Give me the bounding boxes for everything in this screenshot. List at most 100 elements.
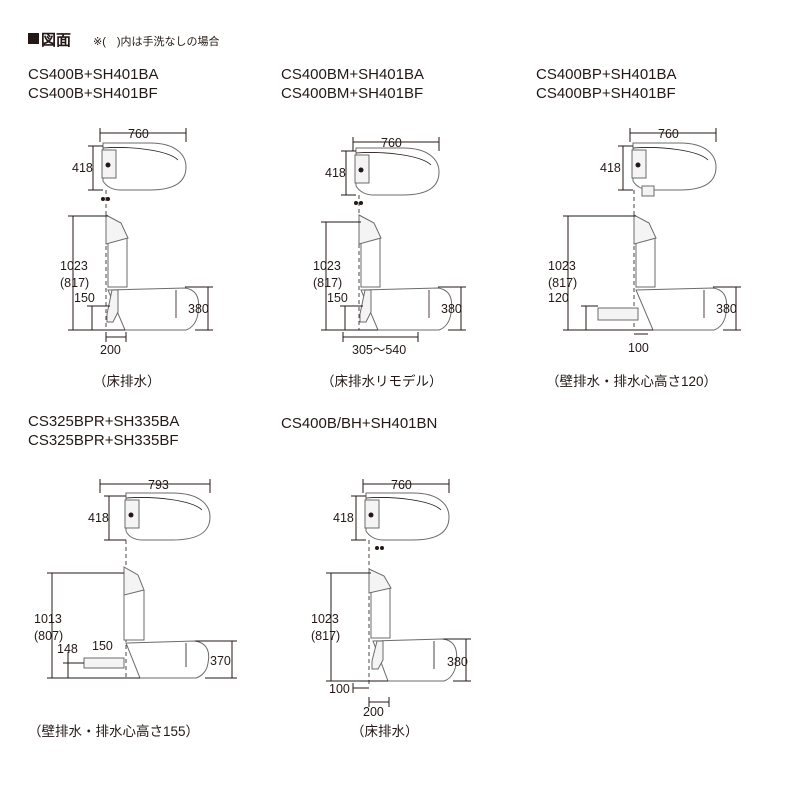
dim-bowl-height: 370: [210, 654, 231, 668]
wall-drain-pipe: [83, 657, 125, 669]
bowl-side: [635, 287, 728, 331]
diagram-caption: （床排水）: [93, 374, 161, 389]
seat-outline: [632, 142, 717, 191]
nozzle-icon: [635, 162, 641, 168]
model-name-2: CS400BM+SH401BF: [281, 85, 423, 102]
lid-side: [368, 568, 392, 594]
dim-drain-height: 148: [57, 642, 78, 656]
dim-drain: 100: [329, 682, 350, 696]
bowl-side: [107, 287, 200, 331]
diagram-caption: （床排水リモデル）: [321, 373, 443, 389]
top-view: 760 418: [325, 136, 440, 330]
model-name-2: CS325BPR+SH335BF: [28, 432, 179, 449]
top-view: 793 418: [88, 478, 211, 677]
drain-pipe: [106, 289, 119, 323]
tank-side: [635, 236, 656, 288]
seat-outline: [365, 492, 450, 541]
dim-height: 1013: [34, 612, 62, 626]
model-name-1: CS400BM+SH401BA: [281, 66, 424, 83]
dim-height: 1023: [548, 259, 576, 273]
model-name-1: CS400BP+SH401BA: [536, 66, 677, 83]
seat-outline: [102, 142, 187, 191]
model-name-1: CS325BPR+SH335BA: [28, 413, 179, 430]
top-view: 760 418: [72, 127, 187, 330]
dim-height-alt: (807): [34, 629, 63, 643]
header-square-icon: [28, 33, 39, 44]
dim-seat-height: 418: [600, 161, 621, 175]
tank-side: [360, 236, 381, 288]
dim-height-alt: (817): [548, 276, 577, 290]
dim-height-alt: (817): [313, 276, 342, 290]
diagram-3: CS400BP+SH401BA CS400BP+SH401BF 760 418 …: [536, 66, 741, 389]
diagram-1: CS400B+SH401BA CS400B+SH401BF 760 418 10…: [28, 66, 213, 389]
diagram-5: CS400B/BH+SH401BN 760 418 1023 (817) 380: [281, 415, 471, 739]
nozzle-icon: [105, 162, 111, 168]
dim-width: 760: [391, 478, 412, 492]
top-view: 760 418: [333, 478, 450, 685]
side-view: 1013 (807) 148 150 370: [34, 566, 237, 679]
side-view: 1023 (817) 150 380 200: [60, 214, 213, 357]
wall-drain-icon: [641, 185, 655, 197]
dim-width: 760: [658, 127, 679, 141]
lid-side: [358, 214, 382, 245]
dim-offset: 200: [100, 343, 121, 357]
tank-side: [107, 236, 128, 288]
side-view: 1023 (817) 150 380 305～540: [313, 214, 466, 357]
diagram-caption: （壁排水・排水心高さ120）: [546, 373, 717, 389]
dim-bowl-height: 380: [441, 302, 462, 316]
seat-outline: [125, 492, 211, 541]
dim-drain: 150: [327, 291, 348, 305]
top-view: 760 418: [600, 127, 717, 330]
dim-bowl-height: 380: [188, 302, 209, 316]
dim-height-alt: (817): [60, 276, 89, 290]
model-name-2: CS400B+SH401BF: [28, 85, 158, 102]
tank-side: [123, 589, 145, 641]
seat-outline: [355, 147, 440, 196]
diagram-2: CS400BM+SH401BA CS400BM+SH401BF 760 418 …: [281, 66, 466, 389]
dim-height: 1023: [313, 259, 341, 273]
dim-seat-height: 418: [88, 511, 109, 525]
dim-height: 1023: [60, 259, 88, 273]
dim-height: 1023: [311, 612, 339, 626]
dim-width: 760: [381, 136, 402, 150]
dim-seat-height: 418: [72, 161, 93, 175]
dim-height-alt: (817): [311, 629, 340, 643]
dim-bowl-height: 380: [716, 302, 737, 316]
lid-side: [123, 566, 145, 596]
model-name-1: CS400B/BH+SH401BN: [281, 415, 437, 432]
diagram-caption: （床排水）: [351, 724, 419, 739]
wall-drain-pipe: [597, 307, 639, 321]
dim-offset: 305～540: [352, 343, 406, 357]
dim-seat-height: 418: [333, 511, 354, 525]
model-name-2: CS400BP+SH401BF: [536, 85, 676, 102]
dim-drain: 120: [548, 291, 569, 305]
nozzle-icon: [368, 512, 374, 518]
nozzle-icon: [358, 167, 364, 173]
dim-width: 760: [128, 127, 149, 141]
side-view: 1023 (817) 380 100 200: [311, 568, 471, 719]
dim-width: 793: [148, 478, 169, 492]
drain-pipe: [359, 289, 372, 323]
dim-offset: 100: [628, 341, 649, 355]
bowl-side: [372, 638, 458, 682]
dim-seat-height: 418: [325, 166, 346, 180]
nozzle-icon: [128, 512, 134, 518]
side-view: 1023 (817) 120 380 100: [548, 214, 741, 355]
dim-bowl-height: 380: [447, 655, 468, 669]
header-title: 図面: [41, 32, 71, 49]
model-name-1: CS400B+SH401BA: [28, 66, 159, 83]
sheet-header: 図面 ※( )内は手洗なしの場合: [28, 32, 220, 49]
lid-side: [633, 214, 657, 245]
bowl-side: [125, 640, 210, 679]
header-note: ※( )内は手洗なしの場合: [93, 34, 220, 48]
lid-side: [105, 214, 129, 245]
bowl-side: [360, 287, 453, 331]
drain-pipe: [371, 640, 384, 670]
dim-drain: 150: [74, 291, 95, 305]
dim-drain: 150: [92, 639, 113, 653]
diagram-caption: （壁排水・排水心高さ155）: [28, 723, 199, 739]
tank-side: [370, 587, 391, 639]
dim-offset: 200: [363, 705, 384, 719]
diagram-4: CS325BPR+SH335BA CS325BPR+SH335BF 793 41…: [28, 413, 237, 739]
